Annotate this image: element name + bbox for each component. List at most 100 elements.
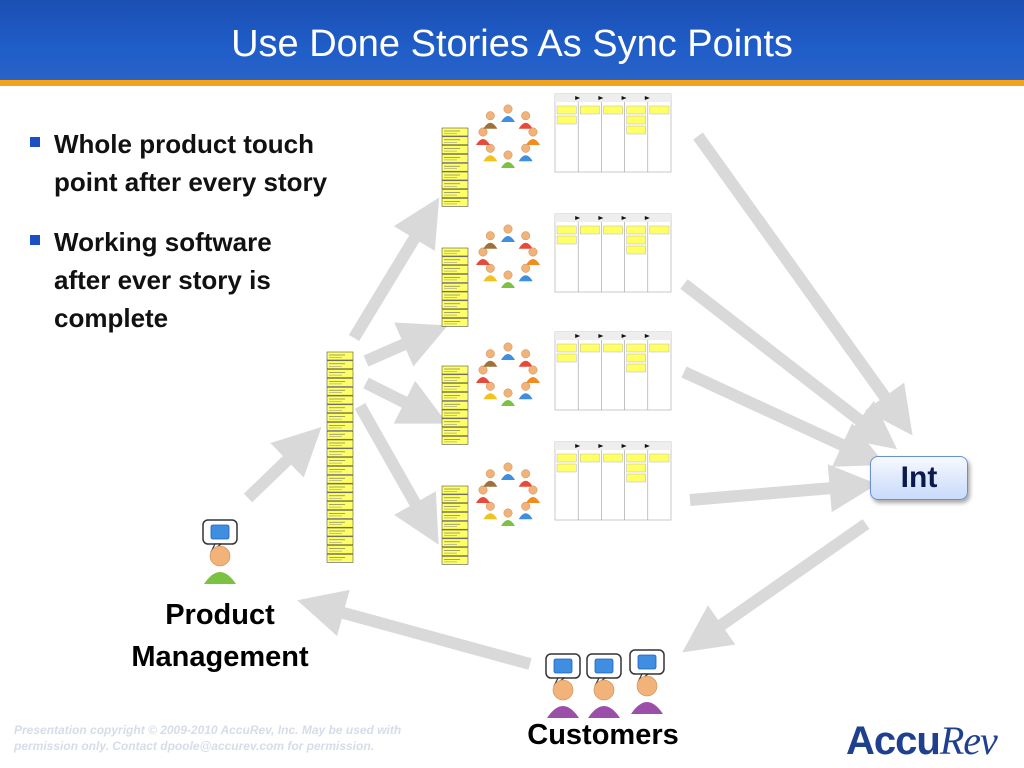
story-card xyxy=(441,136,469,146)
story-card xyxy=(441,409,469,419)
story-card xyxy=(441,300,469,310)
task-card xyxy=(626,125,646,135)
team-member-icon xyxy=(518,501,533,520)
story-card xyxy=(441,154,469,163)
team-member-icon xyxy=(518,469,533,487)
story-card xyxy=(441,127,469,137)
story-card xyxy=(441,189,469,198)
team-member-icon xyxy=(518,111,533,129)
arrow-board-3-to-int xyxy=(681,366,886,467)
story-card xyxy=(441,427,469,436)
task-card xyxy=(626,225,646,235)
story-card xyxy=(441,520,469,530)
story-card xyxy=(441,503,469,512)
task-card xyxy=(556,453,577,463)
copyright-notice: Presentation copyright © 2009-2010 AccuR… xyxy=(14,723,402,753)
team-member-icon xyxy=(483,349,498,367)
story-card xyxy=(326,351,354,361)
bullet-item: Whole product touch point after every st… xyxy=(30,125,330,201)
story-card xyxy=(326,527,354,537)
team-member-icon xyxy=(501,462,515,480)
team-member-icon xyxy=(483,111,498,129)
task-card xyxy=(580,343,600,353)
story-card xyxy=(326,501,354,510)
bullet-square-icon xyxy=(30,137,40,147)
story-backlog xyxy=(326,351,354,563)
team-member-icon xyxy=(483,143,498,162)
story-card xyxy=(441,365,469,375)
task-card xyxy=(556,463,577,473)
story-card xyxy=(441,374,469,384)
arrow-backlog-to-team-1 xyxy=(348,197,440,342)
story-card xyxy=(326,360,354,370)
team-member-icon xyxy=(501,508,515,526)
task-card xyxy=(556,343,577,353)
task-card xyxy=(649,105,670,115)
story-backlog xyxy=(441,247,469,327)
story-card xyxy=(326,404,354,414)
task-card xyxy=(556,225,577,235)
bullet-text: Whole product touch point after every st… xyxy=(54,129,328,197)
task-card xyxy=(580,453,600,463)
product-management-label: Product Management xyxy=(131,599,309,673)
story-card xyxy=(326,536,354,546)
story-card xyxy=(441,538,469,548)
task-card xyxy=(556,105,577,115)
arrow-backlog-to-team-4 xyxy=(354,403,439,545)
story-card xyxy=(326,492,354,502)
bullet-item: Working software after ever story is com… xyxy=(30,223,330,337)
team-circle xyxy=(476,342,540,406)
team-member-icon xyxy=(518,143,533,162)
team-member-icon xyxy=(526,365,540,383)
bullet-square-icon xyxy=(30,235,40,245)
team-member-icon xyxy=(501,150,515,168)
team-circle xyxy=(476,104,540,168)
board-header xyxy=(555,214,671,222)
story-card xyxy=(441,318,469,327)
task-card xyxy=(626,473,646,483)
team-member-icon xyxy=(501,342,515,360)
person-with-speech-bubble-icon xyxy=(545,653,581,718)
story-card xyxy=(441,512,469,521)
story-card xyxy=(326,448,354,458)
story-card xyxy=(441,274,469,283)
task-card xyxy=(626,105,646,115)
flow-diagram xyxy=(202,93,913,718)
task-card xyxy=(580,225,600,235)
story-card xyxy=(441,400,469,410)
story-card xyxy=(326,439,354,449)
story-card xyxy=(441,392,469,401)
team-member-icon xyxy=(476,485,490,503)
team-member-icon xyxy=(518,263,533,282)
arrow-board-1-to-int xyxy=(693,132,913,436)
story-card xyxy=(441,309,469,318)
arrow-backlog-to-team-2 xyxy=(363,322,448,367)
board-header xyxy=(555,332,671,340)
person-with-speech-bubble-icon xyxy=(586,653,622,718)
story-card xyxy=(326,413,354,422)
story-card xyxy=(326,483,354,493)
task-card xyxy=(603,453,623,463)
story-card xyxy=(326,545,354,554)
story-card xyxy=(326,378,354,387)
story-card xyxy=(441,529,469,539)
team-circle xyxy=(476,462,540,526)
story-card xyxy=(441,256,469,266)
task-card xyxy=(626,245,646,255)
bullet-text: Working software after ever story is com… xyxy=(54,227,272,333)
task-card xyxy=(626,453,646,463)
story-card xyxy=(441,485,469,495)
story-card xyxy=(441,436,469,445)
task-card xyxy=(626,235,646,245)
logo-accu-text: Accu xyxy=(846,719,941,763)
team-member-icon xyxy=(526,485,540,503)
int-box: Int xyxy=(870,456,968,500)
story-card xyxy=(441,180,469,190)
team-circle xyxy=(476,224,540,288)
task-card xyxy=(556,353,577,363)
task-card xyxy=(626,463,646,473)
story-card xyxy=(441,556,469,565)
task-card xyxy=(626,115,646,125)
team-member-icon xyxy=(518,381,533,400)
team-member-icon xyxy=(501,104,515,122)
